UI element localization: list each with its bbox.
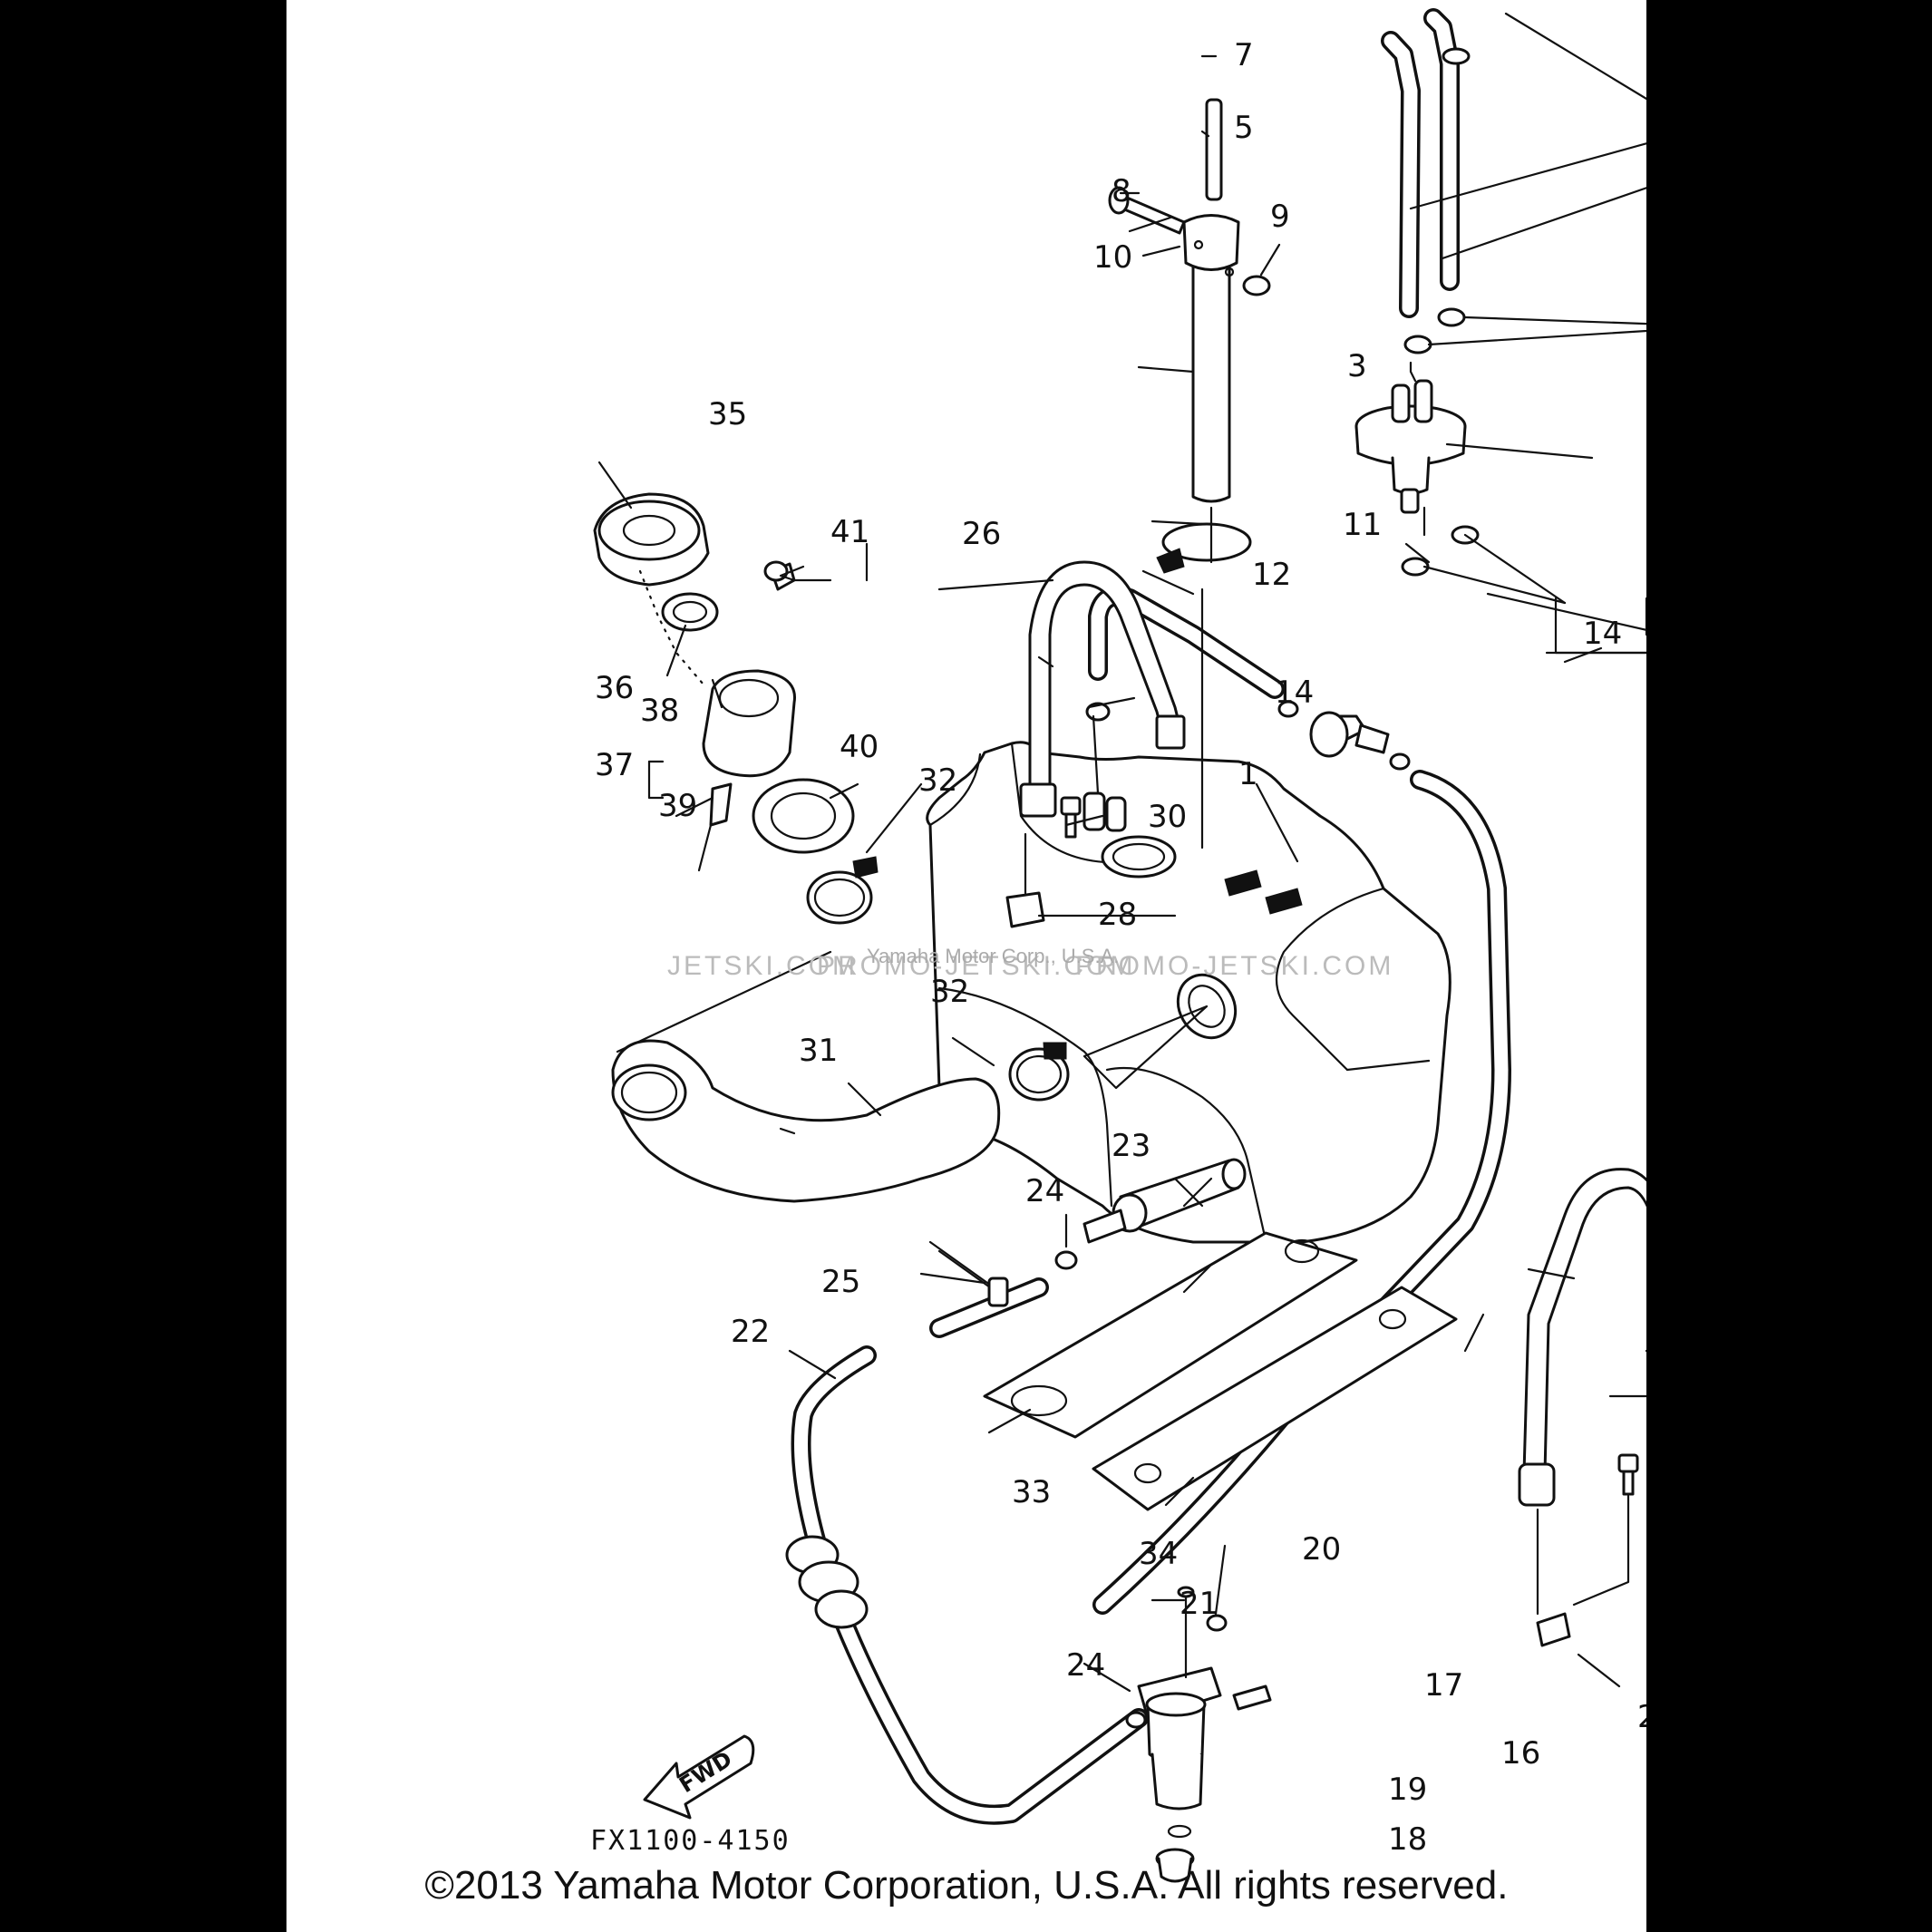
callout-28a: 28 (1637, 1699, 1646, 1735)
callout-12: 12 (1252, 557, 1291, 593)
watermark-center: PROMO-JETSKI.COM (817, 951, 1135, 981)
forward-arrow: FWD (643, 1734, 755, 1820)
filler-cap-assembly (593, 492, 855, 872)
callout-32a: 32 (918, 762, 957, 799)
callout-40: 40 (840, 729, 879, 765)
callout-35: 35 (708, 396, 747, 432)
hose-clamps-large (806, 856, 1070, 1102)
watermark-right: PROMO-JETSKI.COM (1075, 951, 1393, 981)
callout-8: 8 (1112, 173, 1131, 209)
tank-pads (983, 1231, 1458, 1511)
callout-28b: 28 (1098, 897, 1137, 933)
callout-23: 23 (1112, 1128, 1150, 1164)
callout-10: 10 (1093, 239, 1132, 276)
callout-21: 21 (1180, 1586, 1218, 1622)
callout-19: 19 (1388, 1772, 1427, 1808)
strap-brackets-bolts (1005, 796, 1639, 1647)
filler-pipe (1108, 98, 1271, 574)
watermark-small: Yamaha Motor Corp., U.S.A. (867, 945, 1119, 967)
callout-9: 9 (1270, 199, 1290, 235)
tank-straps (1019, 560, 1646, 1507)
callout-39: 39 (658, 788, 697, 824)
drawing-code: FX1100-4150 (590, 1825, 791, 1857)
callout-18: 18 (1388, 1821, 1427, 1858)
callout-22: 22 (731, 1314, 770, 1350)
callout-33: 33 (1012, 1474, 1051, 1510)
callout-37: 37 (595, 747, 634, 783)
gauge-rods (1381, 8, 1460, 318)
callout-11: 11 (1343, 507, 1382, 543)
callout-numbers: 7 5 8 9 10 3 4 6 2 7 11 12 14 14 13 20 1… (590, 37, 1646, 1858)
callout-7a: 7 (1234, 37, 1254, 73)
callout-26: 26 (962, 516, 1001, 552)
watermark: JETSKI.COM PROMO-JETSKI.COM PROMO-JETSKI… (667, 945, 1393, 981)
fuel-tank-exploded-view: FWD (590, 8, 1646, 1883)
leader-lines (597, 12, 1646, 1693)
callout-38: 38 (640, 693, 679, 729)
callout-17: 17 (1424, 1667, 1463, 1704)
callout-14b: 14 (1275, 675, 1314, 711)
callout-16: 16 (1501, 1735, 1540, 1772)
sender-valve (1354, 379, 1467, 514)
callout-36: 36 (595, 670, 634, 706)
fuel-hose-return (785, 1277, 1149, 1825)
parts-diagram-sheet: FWD (286, 0, 1646, 1932)
callout-32b: 32 (930, 974, 969, 1010)
callout-30b: 30 (1148, 799, 1187, 835)
callout-14a: 14 (1583, 616, 1622, 652)
callout-41: 41 (830, 514, 869, 550)
fuel-hose-long (1092, 770, 1511, 1615)
fuel-filter-assembly (1125, 1586, 1272, 1883)
fuel-tank (926, 741, 1451, 1244)
water-separator-inline (928, 1158, 1247, 1307)
callout-24a: 24 (1025, 1173, 1064, 1209)
copyright-notice: ©2013 Yamaha Motor Corporation, U.S.A. A… (424, 1863, 1509, 1908)
filler-hose (611, 1039, 1001, 1203)
callout-20b: 20 (1302, 1531, 1341, 1568)
callout-25b: 25 (821, 1264, 860, 1300)
callout-1: 1 (1238, 756, 1258, 792)
callout-34: 34 (1139, 1536, 1178, 1572)
callout-5: 5 (1234, 110, 1254, 146)
callout-31: 31 (799, 1033, 838, 1069)
watermark-left: JETSKI.COM (667, 951, 858, 981)
callout-3: 3 (1347, 348, 1367, 384)
callout-24b: 24 (1066, 1647, 1105, 1684)
